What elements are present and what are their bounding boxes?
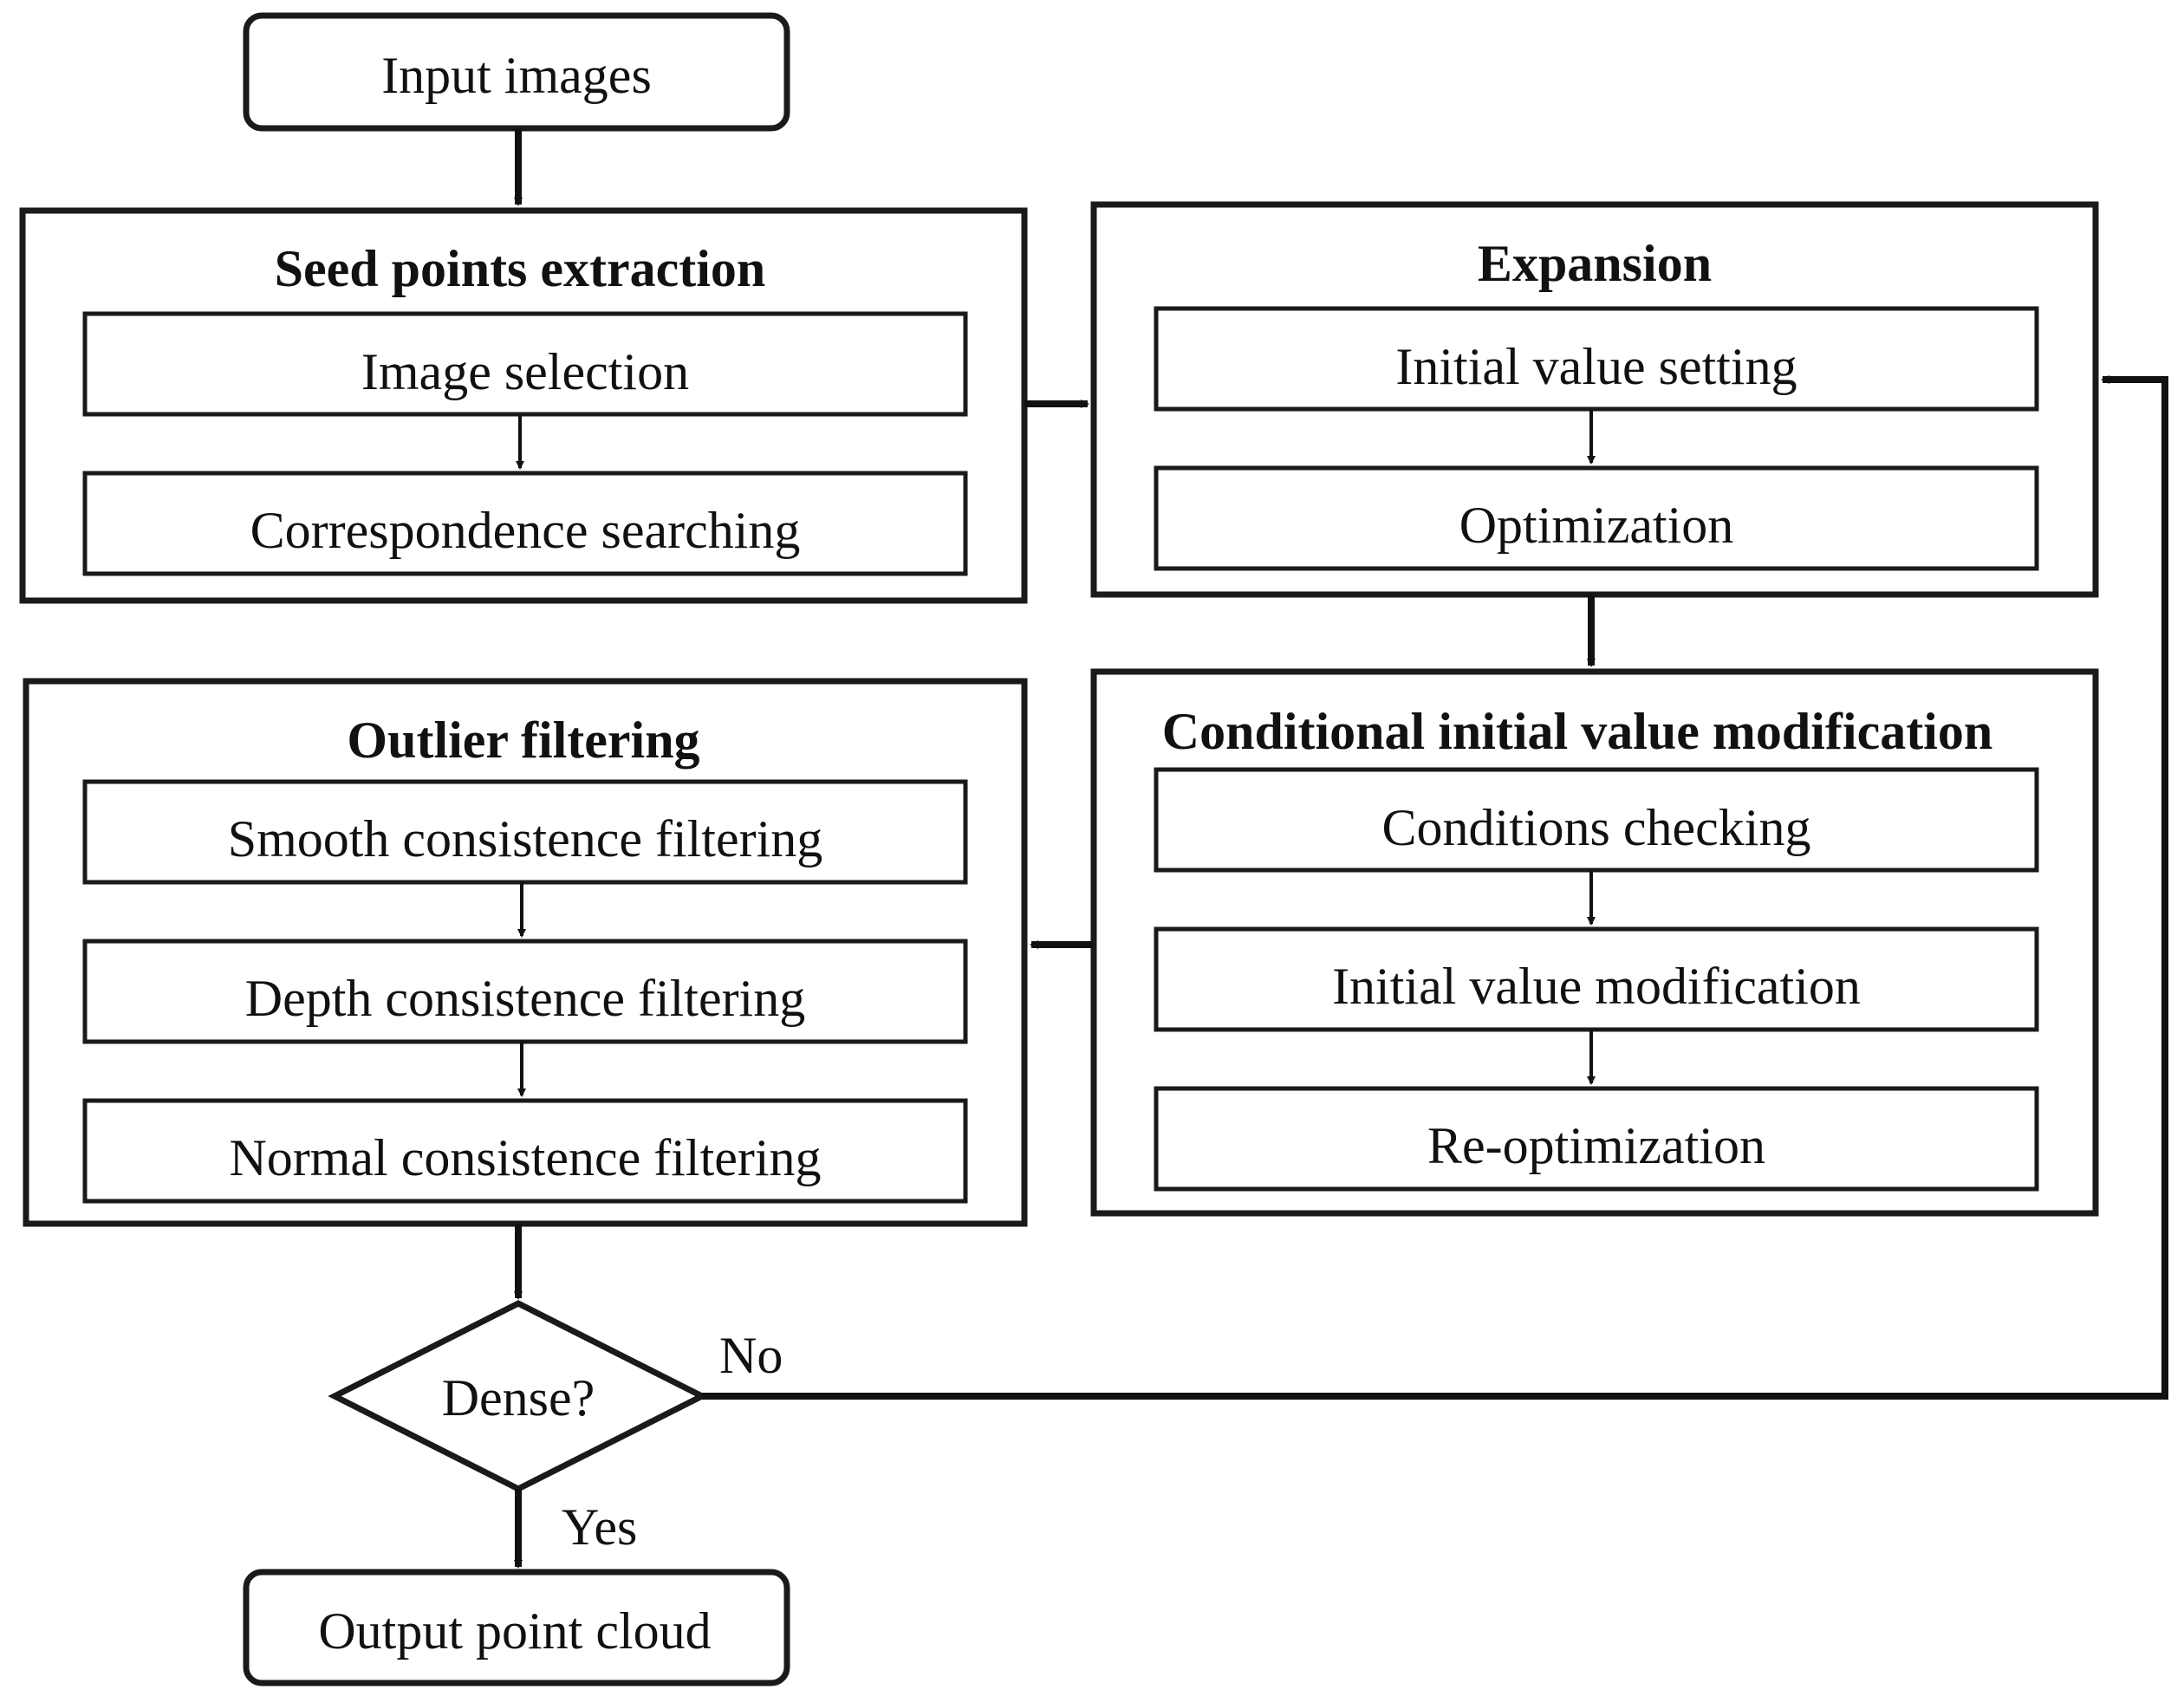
conditional-modification-title: Conditional initial value modification <box>1162 703 1992 760</box>
conditions-checking-label: Conditions checking <box>1382 799 1811 856</box>
conditional-modification-group: Conditional initial value modification C… <box>1090 668 2099 1217</box>
re-optimization-label: Re-optimization <box>1427 1117 1765 1174</box>
step-conditions-checking: Conditions checking <box>1154 767 2039 873</box>
expansion-group: Expansion Initial value setting Optimiza… <box>1090 201 2099 598</box>
input-images-label: Input images <box>381 47 652 104</box>
outlier-filtering-group: Outlier filtering Smooth consistence fil… <box>23 678 1028 1227</box>
step-normal-consistence-filtering: Normal consistence filtering <box>82 1098 968 1204</box>
edge-label-yes: Yes <box>562 1498 637 1556</box>
dense-decision-node: Dense? <box>328 1300 709 1492</box>
edge-label-no: No <box>719 1327 783 1384</box>
optimization-label: Optimization <box>1459 497 1734 554</box>
step-correspondence-searching: Correspondence searching <box>82 471 968 576</box>
image-selection-label: Image selection <box>361 343 689 400</box>
expansion-title: Expansion <box>1478 235 1712 292</box>
dense-decision-label: Dense? <box>442 1369 595 1426</box>
step-initial-value-setting: Initial value setting <box>1154 306 2039 412</box>
initial-value-setting-label: Initial value setting <box>1395 338 1797 395</box>
output-point-cloud-node: Output point cloud <box>243 1569 790 1686</box>
step-smooth-consistence-filtering: Smooth consistence filtering <box>82 779 968 885</box>
step-re-optimization: Re-optimization <box>1154 1086 2039 1192</box>
edge-decision-no-loop <box>702 375 2168 1400</box>
outlier-filtering-title: Outlier filtering <box>347 712 699 769</box>
input-images-node: Input images <box>243 12 790 132</box>
seed-points-extraction-group: Seed points extraction Image selection C… <box>19 207 1028 604</box>
normal-consistence-filtering-label: Normal consistence filtering <box>229 1129 821 1186</box>
smooth-consistence-filtering-label: Smooth consistence filtering <box>228 810 823 867</box>
output-point-cloud-label: Output point cloud <box>318 1602 711 1660</box>
depth-consistence-filtering-label: Depth consistence filtering <box>245 970 805 1027</box>
step-optimization: Optimization <box>1154 465 2039 571</box>
seed-points-extraction-title: Seed points extraction <box>275 240 766 297</box>
initial-value-modification-label: Initial value modification <box>1332 958 1861 1015</box>
correspondence-searching-label: Correspondence searching <box>250 502 801 559</box>
step-initial-value-modification: Initial value modification <box>1154 926 2039 1032</box>
step-image-selection: Image selection <box>82 311 968 417</box>
step-depth-consistence-filtering: Depth consistence filtering <box>82 939 968 1044</box>
